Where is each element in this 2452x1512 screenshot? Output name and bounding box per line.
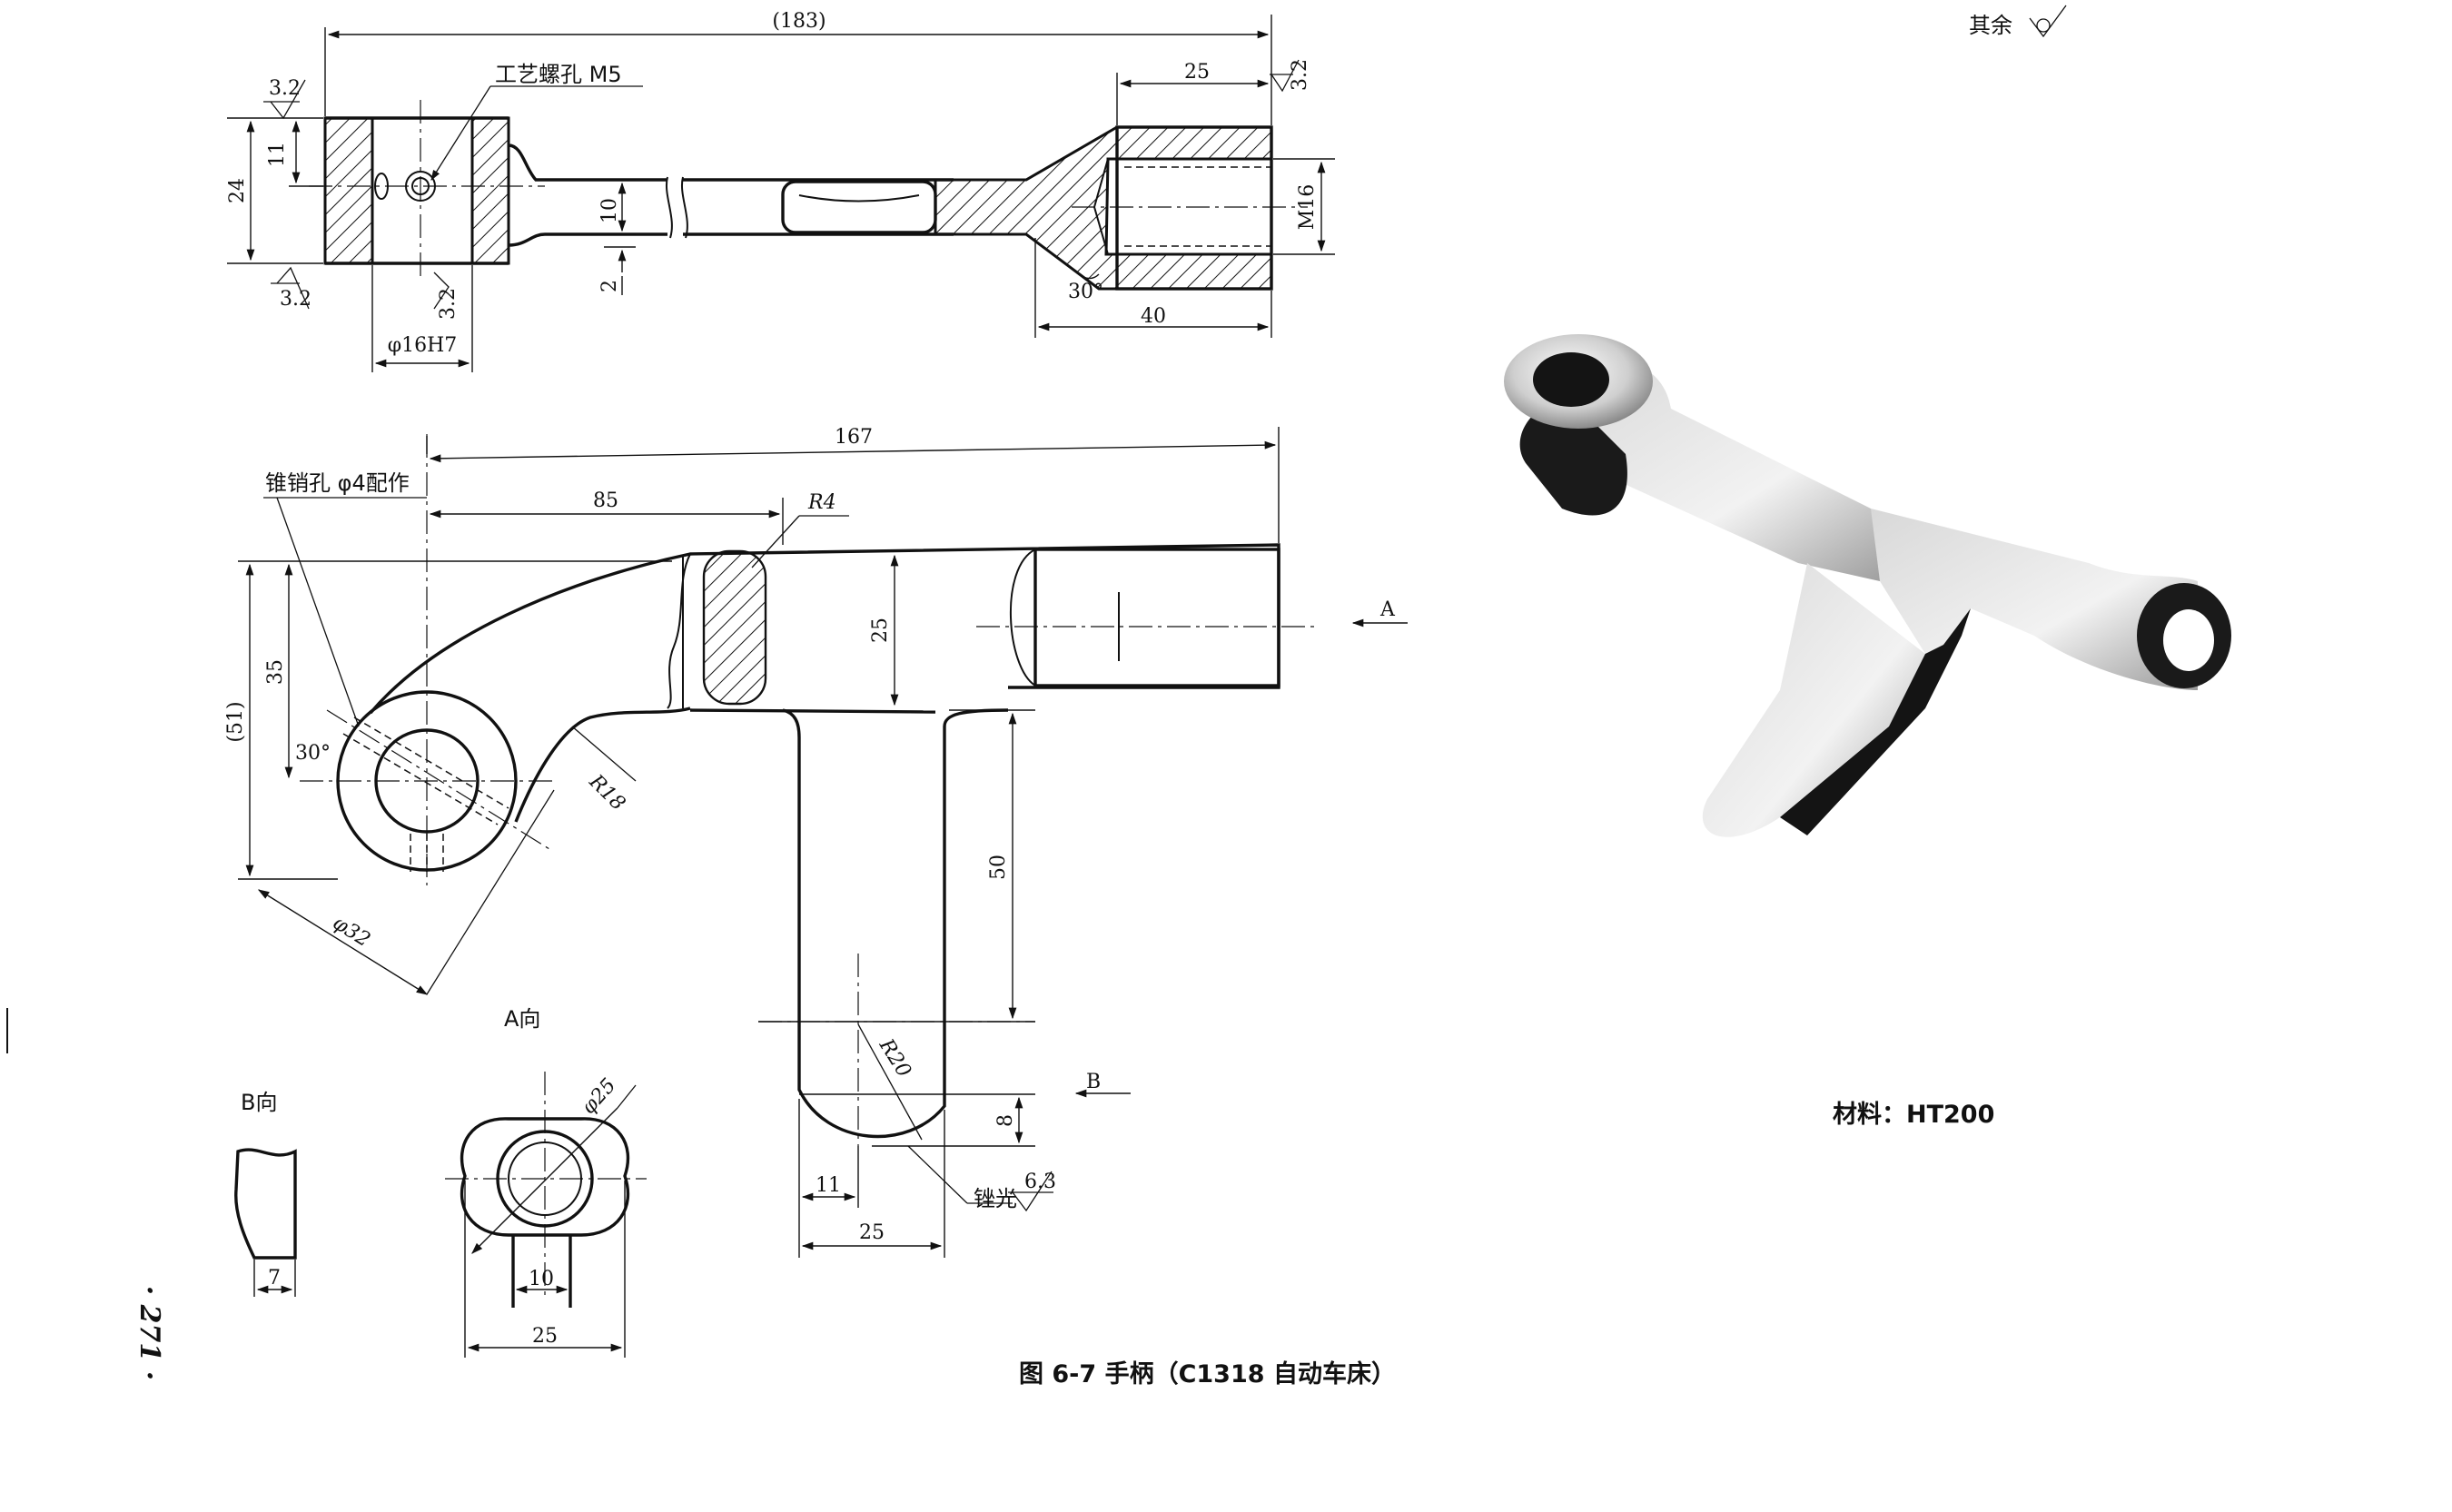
dim-phi32: φ32: [329, 912, 374, 952]
angle-30-top: 30°: [1068, 281, 1103, 303]
top-section-view: (183) 25 3.2 工艺螺孔 M5 3.2 24 11 3.2 3.2: [226, 10, 1335, 372]
rough-bm: 3.2: [437, 288, 460, 320]
dim-2: 2: [598, 280, 621, 292]
dim-10-top: 10: [598, 198, 621, 223]
view-a: A向 φ25 10 25: [445, 1006, 647, 1358]
marker-b: B: [1086, 1071, 1101, 1093]
view-a-title: A向: [504, 1006, 540, 1032]
threaded-end-section: [934, 125, 1273, 291]
r4-section: [702, 549, 767, 706]
leg-outline: [782, 708, 1009, 1139]
dim-25-bottom: 25: [859, 1221, 885, 1244]
dim-phi16h7: φ16H7: [388, 334, 458, 357]
angle-30-front: 30°: [295, 742, 331, 765]
figure-caption: 图 6-7 手柄（C1318 自动车床）: [1019, 1359, 1396, 1388]
dim-167: 167: [835, 426, 873, 449]
view-b-title: B向: [241, 1090, 277, 1115]
material-label: 材料：HT200: [1833, 1101, 1994, 1129]
hub-left-wall: [323, 116, 374, 265]
rough-tl: 3.2: [269, 77, 301, 100]
arm-outline: [369, 543, 1280, 715]
dim-50: 50: [987, 855, 1010, 880]
view-a-width25: 25: [532, 1325, 558, 1348]
dim-25-vert: 25: [869, 618, 892, 643]
dim-35: 35: [264, 659, 287, 685]
front-view: A B 167 85 R4 锥销孔 φ4配作 (51) 35 30° 25 R: [224, 426, 1408, 1258]
pin-hole-label: 锥销孔 φ4配作: [265, 470, 410, 496]
process-hole-label: 工艺螺孔 M5: [495, 62, 622, 87]
dim-r20: R20: [874, 1034, 915, 1082]
hub-right-wall: [470, 116, 510, 265]
roughness-symbol-other: [2029, 5, 2067, 38]
marker-a: A: [1379, 598, 1396, 621]
rough-tr: 3.2: [1289, 59, 1311, 91]
dim-85: 85: [593, 489, 618, 512]
dim-r18: R18: [584, 770, 629, 815]
dim-m16: M16: [1296, 184, 1319, 231]
file-rough: 6.3: [1024, 1171, 1056, 1193]
page-number: · 271 ·: [133, 1286, 165, 1380]
dim-40: 40: [1141, 305, 1166, 328]
handle-shaft: [508, 143, 667, 247]
other-surfaces-label: 其余: [1969, 13, 2012, 38]
view-b: B向 7: [234, 1090, 297, 1297]
view-b-outline: [234, 1148, 297, 1260]
view-a-width10: 10: [529, 1268, 554, 1290]
3d-bore: [1533, 352, 1609, 407]
dim-25-top: 25: [1184, 61, 1210, 84]
dim-51: (51): [224, 701, 247, 742]
dim-11-top: 11: [266, 142, 289, 167]
isometric-rendering: [1504, 334, 2231, 837]
dim-183: (183): [772, 10, 826, 33]
dim-8: 8: [994, 1114, 1017, 1127]
dim-24: 24: [226, 178, 249, 203]
view-a-dia25: φ25: [578, 1074, 621, 1119]
file-finish-label: 锉光: [974, 1186, 1017, 1211]
view-b-width7: 7: [268, 1267, 281, 1290]
rough-bl: 3.2: [280, 288, 311, 311]
dim-r4: R4: [807, 491, 836, 514]
dim-11-front: 11: [816, 1174, 841, 1197]
